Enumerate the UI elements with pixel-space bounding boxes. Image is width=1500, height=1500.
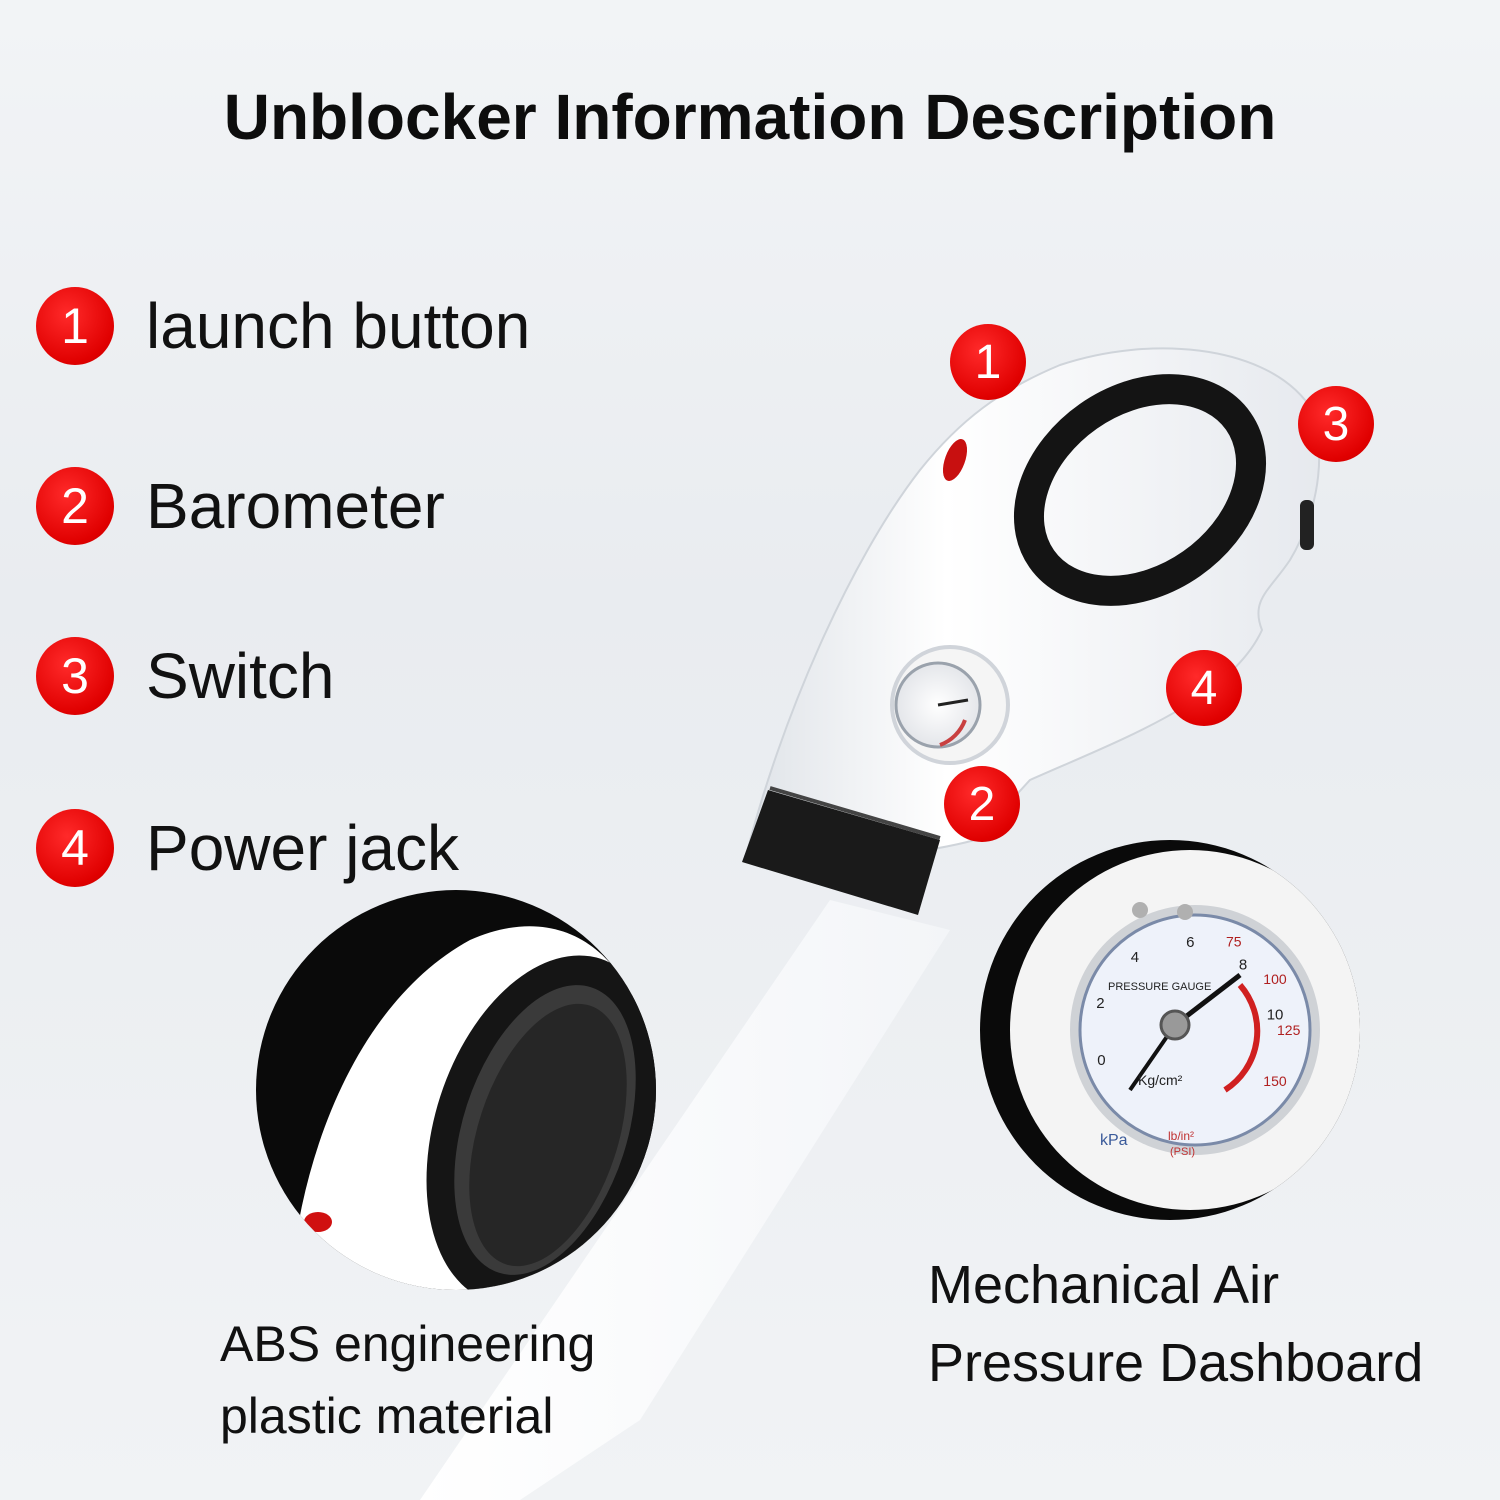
gauge-unit-psi: lb/in²	[1168, 1129, 1194, 1143]
gauge-unit-kpa: kPa	[1100, 1132, 1128, 1149]
number-badge: 3	[36, 637, 114, 715]
material-caption: ABS engineering plastic material	[220, 1308, 595, 1452]
gauge-caption-line: Pressure Dashboard	[928, 1333, 1424, 1393]
gauge-title-text: PRESSURE GAUGE	[1108, 981, 1211, 993]
switch-shape	[1300, 500, 1314, 550]
gauge-kg-tick-label: 6	[1186, 934, 1194, 951]
launch-button-shape	[942, 439, 968, 481]
number-badge: 4	[36, 809, 114, 887]
gauge-kg-tick-label: 10	[1267, 1007, 1284, 1024]
gauge-unit-kg: Kg/cm²	[1138, 1072, 1183, 1088]
material-closeup	[256, 890, 656, 1290]
legend-label: Switch	[146, 640, 335, 712]
legend-item-power-jack: 4 Power jack	[36, 808, 459, 888]
gauge-kg-tick-label: 4	[1131, 949, 1139, 966]
gauge-psi-tick-label: 100	[1263, 971, 1287, 987]
gauge-caption-line: Mechanical Air	[928, 1255, 1280, 1315]
legend-label: Barometer	[146, 470, 445, 542]
gauge-unit-psi-sub: (PSI)	[1170, 1146, 1195, 1158]
callout-power-jack: 4	[1166, 650, 1242, 726]
gauge-closeup: PRESSURE GAUGE Kg/cm² lb/in² (PSI) kPa 0…	[980, 840, 1360, 1220]
gauge-caption: Mechanical Air Pressure Dashboard	[928, 1246, 1423, 1402]
gauge-kg-tick-label: 0	[1097, 1052, 1105, 1069]
handle-ring	[1013, 374, 1267, 606]
callout-launch-button: 1	[950, 324, 1026, 400]
gauge-kg-tick-label: 8	[1239, 957, 1247, 974]
gauge-psi-tick-label: 125	[1277, 1022, 1301, 1038]
gauge-kg-tick-label: 2	[1096, 995, 1104, 1012]
collar	[742, 790, 940, 915]
legend-item-launch-button: 1 launch button	[36, 286, 530, 366]
number-badge: 2	[36, 467, 114, 545]
page-title: Unblocker Information Description	[223, 81, 1277, 153]
callout-switch: 3	[1298, 386, 1374, 462]
legend-item-barometer: 2 Barometer	[36, 466, 445, 546]
callout-barometer: 2	[944, 766, 1020, 842]
legend-label: Power jack	[146, 812, 459, 884]
legend-label: launch button	[146, 290, 531, 362]
number-badge: 1	[36, 287, 114, 365]
gauge-psi-tick-label: 150	[1263, 1073, 1287, 1089]
tube	[420, 900, 950, 1500]
legend-item-switch: 3 Switch	[36, 636, 335, 716]
gauge-psi-tick-label: 75	[1226, 934, 1242, 950]
material-caption-line: ABS engineering	[220, 1316, 596, 1372]
material-caption-line: plastic material	[220, 1388, 554, 1444]
